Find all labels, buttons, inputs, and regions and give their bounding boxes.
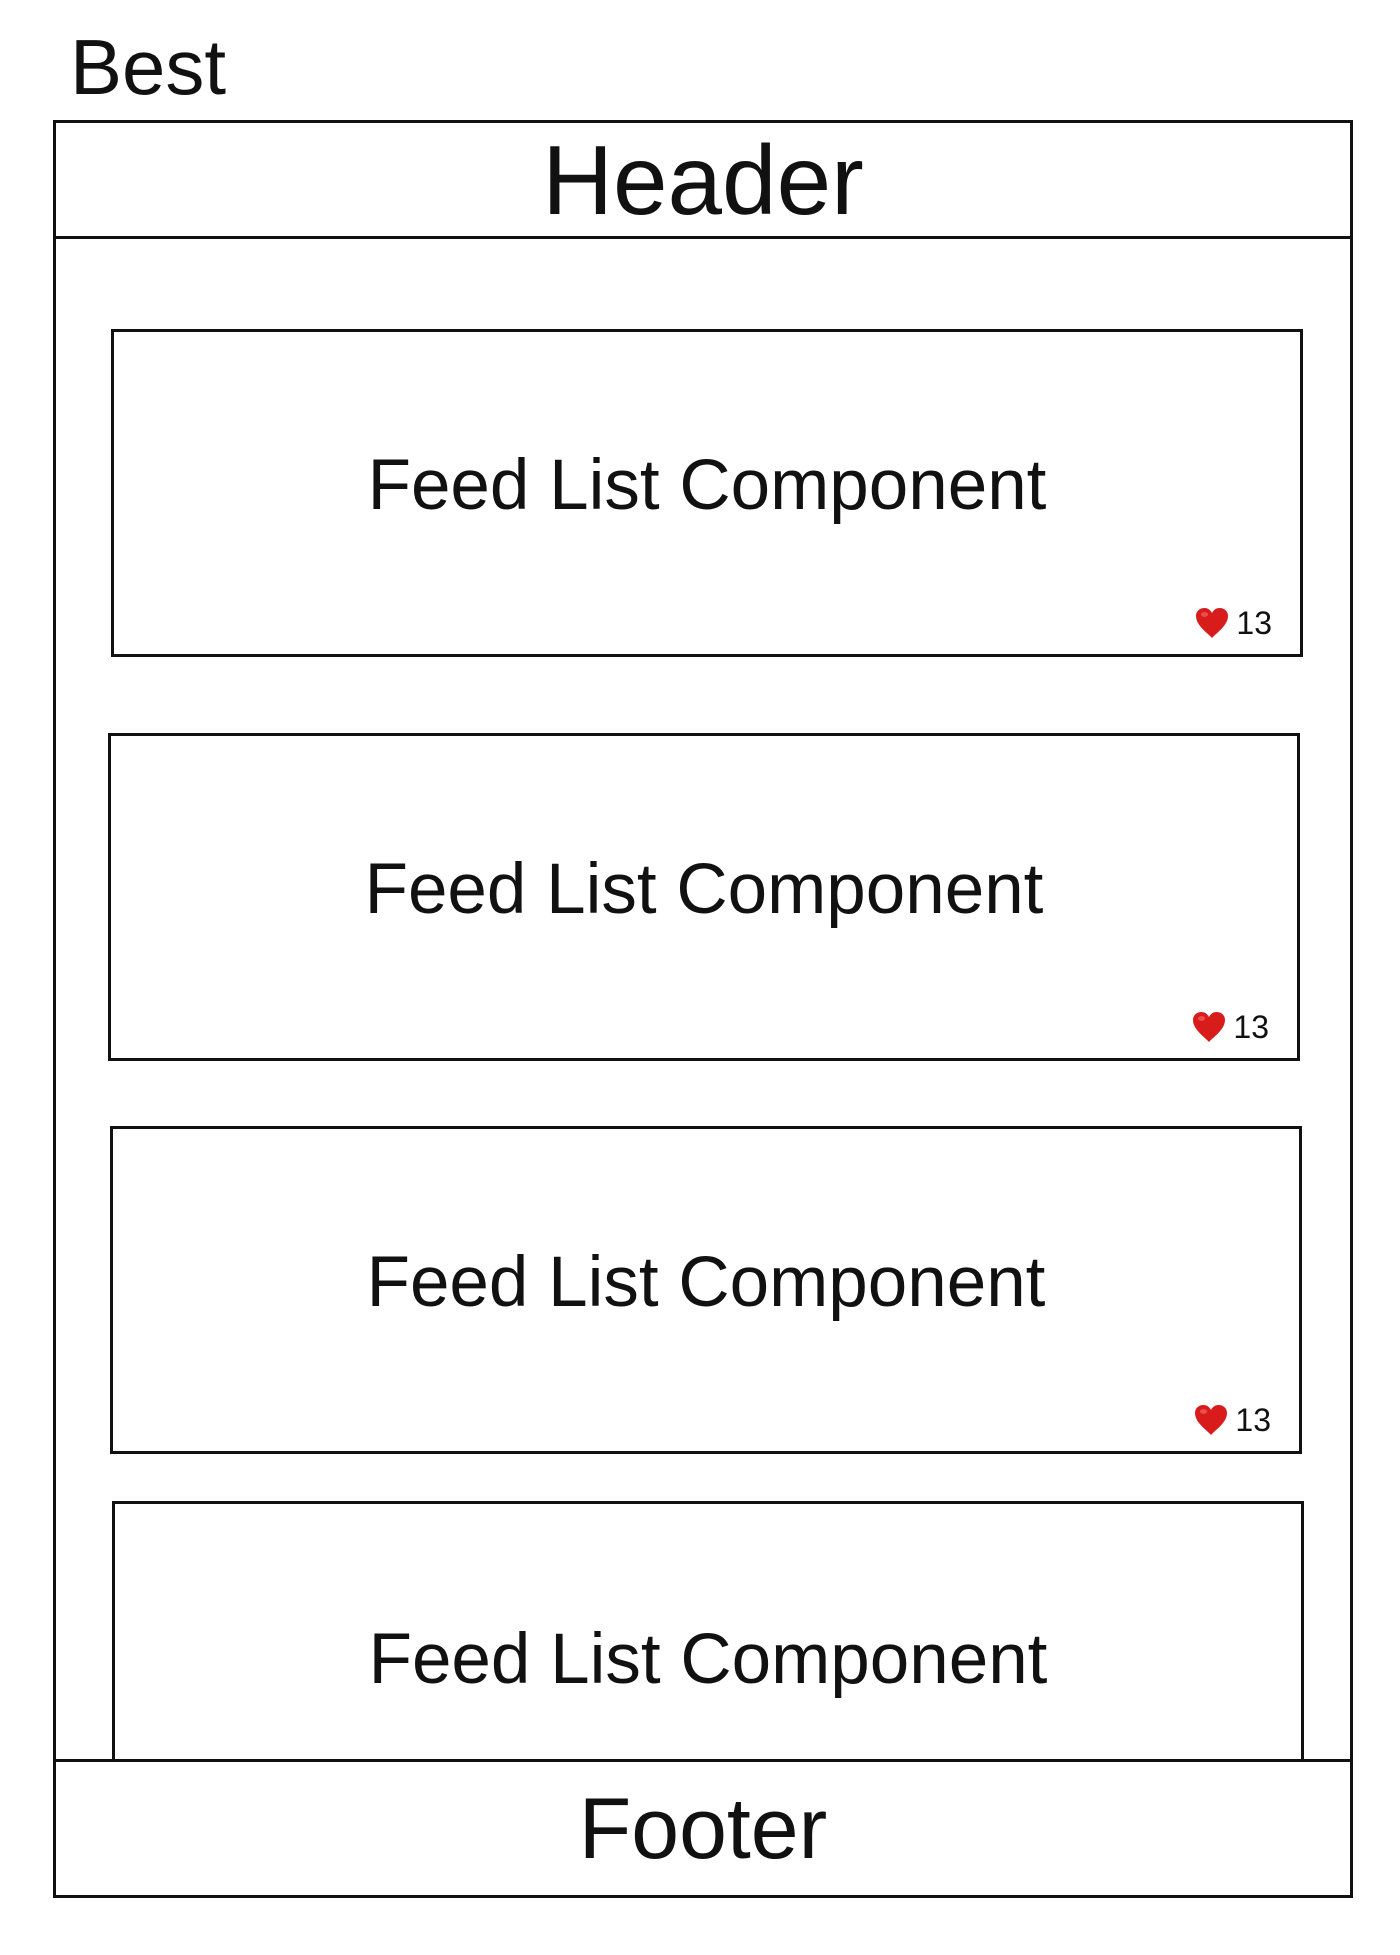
heart-icon	[1196, 608, 1229, 638]
heart-icon	[1195, 1405, 1228, 1435]
feed-list-component-title: Feed List Component	[366, 1243, 1046, 1322]
feed-list-component[interactable]: Feed List Component 13	[111, 329, 1303, 657]
feed-list-component-title: Feed List Component	[364, 850, 1044, 929]
like-count-value: 13	[1233, 1009, 1269, 1045]
footer: Footer	[56, 1759, 1350, 1895]
like-count: 13	[1194, 606, 1272, 640]
feed-list-component[interactable]: Feed List Component 13	[110, 1126, 1302, 1454]
page-title: Best	[70, 23, 227, 111]
header: Header	[56, 123, 1350, 239]
like-count-value: 13	[1235, 1402, 1271, 1438]
like-count: 13	[1191, 1010, 1269, 1044]
heart-icon	[1193, 1012, 1226, 1042]
like-count-value: 13	[1236, 605, 1272, 641]
feed-list-component[interactable]: Feed List Component 13	[108, 733, 1300, 1061]
mobile-screen-wireframe: Header Feed List Component 13 Feed List …	[53, 120, 1353, 1898]
like-count: 13	[1193, 1403, 1271, 1437]
feed-list-component-title: Feed List Component	[368, 1620, 1048, 1699]
feed-list-component-title: Feed List Component	[367, 446, 1047, 525]
